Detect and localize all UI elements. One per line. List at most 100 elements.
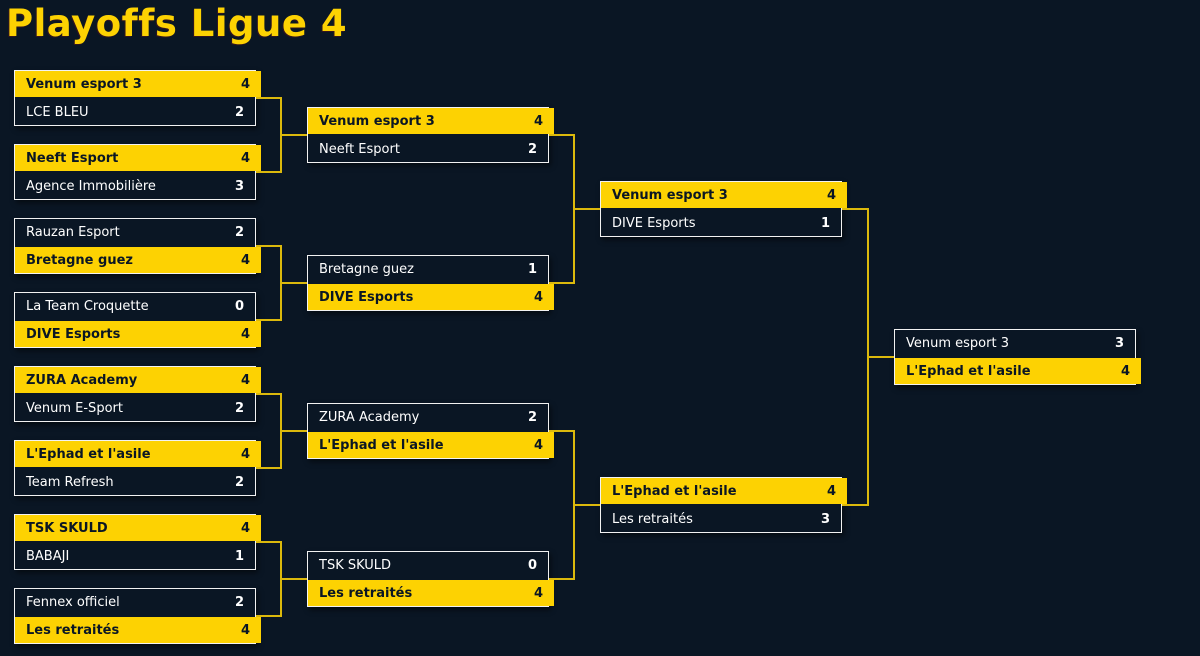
team-row: Neeft Esport 2 bbox=[308, 136, 548, 162]
team-row: Venum E-Sport 2 bbox=[15, 395, 255, 421]
team-name: L'Ephad et l'asile bbox=[906, 363, 1031, 379]
team-row: TSK SKULD 4 bbox=[15, 515, 261, 541]
team-row: DIVE Esports 4 bbox=[15, 321, 261, 347]
match-round2-2[interactable]: Bretagne guez 1 DIVE Esports 4 bbox=[307, 255, 554, 311]
team-row: Neeft Esport 4 bbox=[15, 145, 261, 171]
connector-line bbox=[256, 171, 282, 173]
connector-line bbox=[256, 467, 282, 469]
connector-line bbox=[549, 134, 574, 136]
team-score: 2 bbox=[234, 594, 244, 610]
connector-line bbox=[842, 504, 868, 506]
team-score: 1 bbox=[820, 215, 830, 231]
team-score: 4 bbox=[240, 446, 250, 462]
team-score: 4 bbox=[533, 585, 543, 601]
team-score: 4 bbox=[240, 622, 250, 638]
match-round1-2[interactable]: Neeft Esport 4 Agence Immobilière 3 bbox=[14, 144, 261, 200]
team-name: Les retraités bbox=[319, 585, 413, 601]
team-score: 3 bbox=[234, 178, 244, 194]
team-name: ZURA Academy bbox=[319, 409, 420, 425]
team-row: Team Refresh 2 bbox=[15, 469, 255, 495]
team-name: Bretagne guez bbox=[26, 252, 133, 268]
connector-line bbox=[549, 282, 574, 284]
team-score: 3 bbox=[1114, 335, 1124, 351]
match-round1-6[interactable]: L'Ephad et l'asile 4 Team Refresh 2 bbox=[14, 440, 261, 496]
team-score: 2 bbox=[234, 474, 244, 490]
match-final[interactable]: Venum esport 3 3 L'Ephad et l'asile 4 bbox=[894, 329, 1141, 385]
team-row: L'Ephad et l'asile 4 bbox=[601, 478, 847, 504]
team-name: Les retraités bbox=[612, 511, 693, 527]
connector-line bbox=[256, 97, 282, 99]
connector-line bbox=[867, 356, 894, 358]
team-row: ZURA Academy 2 bbox=[308, 404, 548, 430]
connector-line bbox=[280, 134, 307, 136]
team-row: Agence Immobilière 3 bbox=[15, 173, 255, 199]
match-round1-7[interactable]: TSK SKULD 4 BABAJI 1 bbox=[14, 514, 261, 570]
match-round1-8[interactable]: Fennex officiel 2 Les retraités 4 bbox=[14, 588, 261, 644]
team-name: L'Ephad et l'asile bbox=[319, 437, 444, 453]
team-row: DIVE Esports 4 bbox=[308, 284, 554, 310]
match-round1-5[interactable]: ZURA Academy 4 Venum E-Sport 2 bbox=[14, 366, 261, 422]
match-round2-3[interactable]: ZURA Academy 2 L'Ephad et l'asile 4 bbox=[307, 403, 554, 459]
team-name: Fennex officiel bbox=[26, 594, 120, 610]
team-score: 4 bbox=[240, 326, 250, 342]
team-score: 0 bbox=[527, 557, 537, 573]
team-row: L'Ephad et l'asile 4 bbox=[308, 432, 554, 458]
team-name: ZURA Academy bbox=[26, 372, 138, 388]
team-name: Neeft Esport bbox=[319, 141, 400, 157]
team-row: Rauzan Esport 2 bbox=[15, 219, 255, 245]
team-score: 2 bbox=[234, 400, 244, 416]
connector-line bbox=[573, 208, 600, 210]
team-score: 2 bbox=[234, 224, 244, 240]
team-score: 4 bbox=[240, 252, 250, 268]
team-row: ZURA Academy 4 bbox=[15, 367, 261, 393]
connector-line bbox=[549, 578, 574, 580]
team-score: 4 bbox=[240, 76, 250, 92]
team-row: DIVE Esports 1 bbox=[601, 210, 841, 236]
team-name: Rauzan Esport bbox=[26, 224, 120, 240]
connector-line bbox=[549, 430, 574, 432]
connector-line bbox=[280, 578, 307, 580]
team-row: L'Ephad et l'asile 4 bbox=[15, 441, 261, 467]
team-score: 0 bbox=[234, 298, 244, 314]
match-semifinal-1[interactable]: Venum esport 3 4 DIVE Esports 1 bbox=[600, 181, 847, 237]
team-name: L'Ephad et l'asile bbox=[612, 483, 737, 499]
team-score: 4 bbox=[533, 437, 543, 453]
connector-line bbox=[256, 615, 282, 617]
team-name: Bretagne guez bbox=[319, 261, 414, 277]
team-score: 4 bbox=[240, 520, 250, 536]
team-row: L'Ephad et l'asile 4 bbox=[895, 358, 1141, 384]
team-score: 4 bbox=[1120, 363, 1130, 379]
team-row: Bretagne guez 1 bbox=[308, 256, 548, 282]
team-name: TSK SKULD bbox=[319, 557, 392, 573]
team-row: Fennex officiel 2 bbox=[15, 589, 255, 615]
team-name: L'Ephad et l'asile bbox=[26, 446, 151, 462]
team-score: 4 bbox=[826, 483, 836, 499]
page-title: Playoffs Ligue 4 bbox=[6, 2, 348, 45]
team-row: Venum esport 3 4 bbox=[601, 182, 847, 208]
team-name: Venum esport 3 bbox=[612, 187, 728, 203]
connector-line bbox=[280, 282, 307, 284]
team-name: Team Refresh bbox=[26, 474, 114, 490]
team-score: 2 bbox=[527, 141, 537, 157]
connector-line bbox=[256, 541, 282, 543]
team-row: LCE BLEU 2 bbox=[15, 99, 255, 125]
match-round2-1[interactable]: Venum esport 3 4 Neeft Esport 2 bbox=[307, 107, 554, 163]
team-row: Bretagne guez 4 bbox=[15, 247, 261, 273]
connector-line bbox=[573, 504, 600, 506]
team-name: Venum esport 3 bbox=[906, 335, 1009, 351]
team-score: 1 bbox=[527, 261, 537, 277]
match-round1-4[interactable]: La Team Croquette 0 DIVE Esports 4 bbox=[14, 292, 261, 348]
team-name: DIVE Esports bbox=[319, 289, 414, 305]
team-name: Venum E-Sport bbox=[26, 400, 123, 416]
team-row: Venum esport 3 3 bbox=[895, 330, 1135, 356]
team-score: 4 bbox=[240, 372, 250, 388]
team-score: 3 bbox=[820, 511, 830, 527]
team-name: BABAJI bbox=[26, 548, 70, 564]
match-round1-3[interactable]: Rauzan Esport 2 Bretagne guez 4 bbox=[14, 218, 261, 274]
team-row: BABAJI 1 bbox=[15, 543, 255, 569]
match-semifinal-2[interactable]: L'Ephad et l'asile 4 Les retraités 3 bbox=[600, 477, 847, 533]
team-name: Neeft Esport bbox=[26, 150, 119, 166]
match-round2-4[interactable]: TSK SKULD 0 Les retraités 4 bbox=[307, 551, 554, 607]
team-score: 4 bbox=[240, 150, 250, 166]
match-round1-1[interactable]: Venum esport 3 4 LCE BLEU 2 bbox=[14, 70, 261, 126]
